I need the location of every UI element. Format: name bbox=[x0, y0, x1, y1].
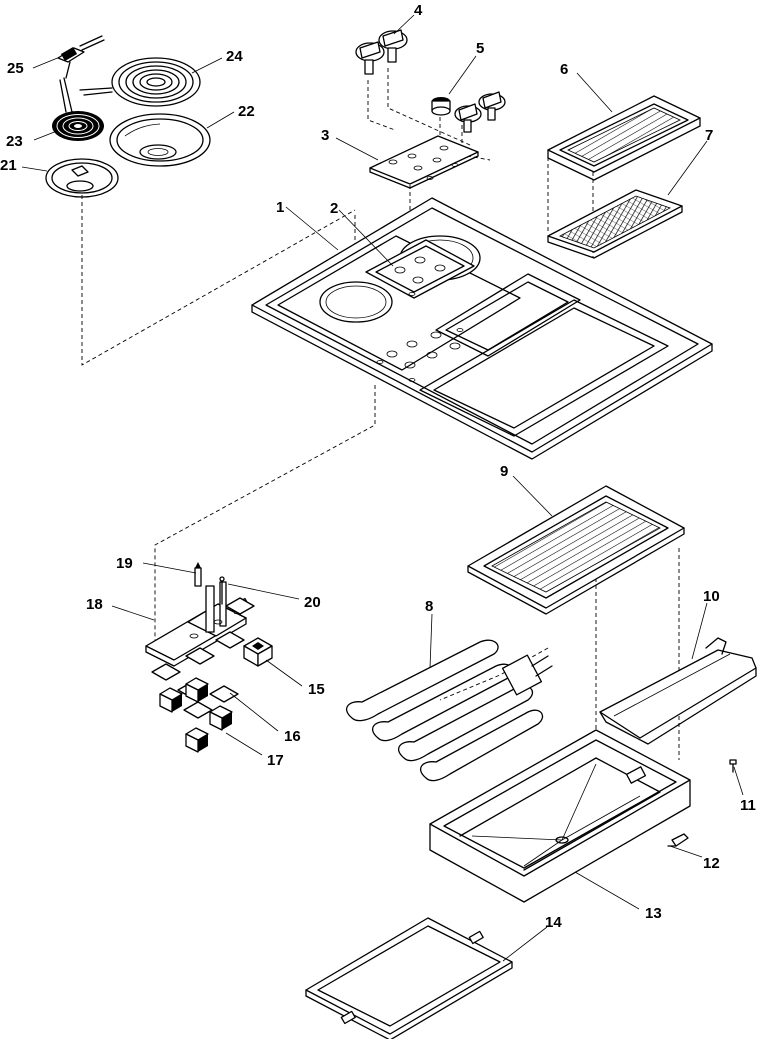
callout-23: 23 bbox=[6, 133, 23, 150]
callout-labels: 1 2 3 4 5 6 7 8 9 10 11 12 13 14 15 16 1… bbox=[0, 2, 756, 931]
grill-heating-element bbox=[346, 639, 553, 782]
callout-5: 5 bbox=[476, 40, 484, 57]
heat-shield bbox=[599, 637, 757, 745]
callout-25: 25 bbox=[7, 60, 24, 77]
callout-18: 18 bbox=[86, 596, 103, 613]
indicator-light bbox=[431, 97, 451, 116]
callout-16: 16 bbox=[284, 728, 301, 745]
thermostat-probe bbox=[194, 562, 202, 587]
clip bbox=[667, 833, 689, 847]
screw bbox=[729, 759, 737, 773]
large-coil-element bbox=[79, 57, 201, 107]
callout-13: 13 bbox=[645, 905, 662, 922]
callout-20: 20 bbox=[304, 594, 321, 611]
knobs-pair-right bbox=[454, 91, 506, 133]
mounting-screw bbox=[219, 576, 225, 605]
callout-1: 1 bbox=[276, 199, 284, 216]
cooktop-frame bbox=[251, 197, 713, 460]
callout-22: 22 bbox=[238, 103, 255, 120]
callout-2: 2 bbox=[330, 200, 338, 217]
grill-pan bbox=[429, 729, 691, 903]
large-drip-bowl bbox=[109, 113, 211, 167]
drip-tray bbox=[305, 917, 513, 1039]
callout-9: 9 bbox=[500, 463, 508, 480]
callout-24: 24 bbox=[226, 48, 243, 65]
switch-bracket bbox=[145, 581, 250, 667]
callout-21: 21 bbox=[0, 157, 17, 174]
leader-lines bbox=[21, 14, 744, 962]
callout-3: 3 bbox=[321, 127, 329, 144]
knobs-pair bbox=[355, 29, 408, 75]
callout-4: 4 bbox=[414, 2, 423, 19]
grill-grate bbox=[467, 485, 685, 615]
center-plate bbox=[365, 239, 475, 299]
relay-block bbox=[243, 637, 273, 667]
control-plate bbox=[369, 135, 479, 189]
small-coil-element bbox=[52, 77, 104, 141]
grease-filter bbox=[547, 95, 701, 181]
small-drip-bowl bbox=[45, 158, 119, 198]
terminal-block bbox=[57, 35, 105, 79]
callout-7: 7 bbox=[705, 127, 713, 144]
callout-11: 11 bbox=[740, 797, 756, 814]
callout-6: 6 bbox=[560, 61, 568, 78]
infinite-switches bbox=[159, 677, 233, 753]
callout-19: 19 bbox=[116, 555, 133, 572]
callout-14: 14 bbox=[545, 914, 562, 931]
callout-10: 10 bbox=[703, 588, 720, 605]
callout-8: 8 bbox=[425, 598, 433, 615]
control-holes bbox=[376, 328, 464, 382]
callout-15: 15 bbox=[308, 681, 325, 698]
callout-17: 17 bbox=[267, 752, 284, 769]
callout-12: 12 bbox=[703, 855, 720, 872]
vent-grate bbox=[547, 189, 683, 259]
